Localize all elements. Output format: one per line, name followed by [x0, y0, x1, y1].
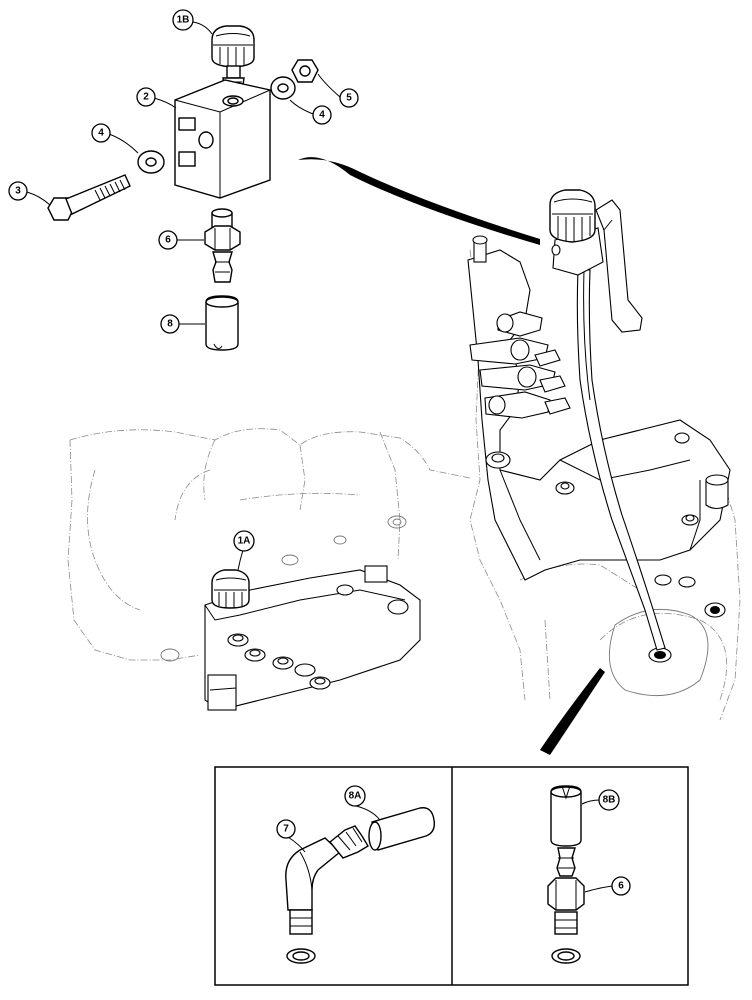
washer-part-4-left — [137, 150, 165, 174]
callout-8b: 8B — [598, 789, 620, 811]
leader-lines — [26, 21, 613, 893]
background-housing-left — [67, 428, 471, 662]
callout-7-label: 7 — [283, 824, 289, 835]
callout-6-top: 6 — [158, 230, 178, 250]
callout-8: 8 — [160, 314, 180, 334]
mounting-bracket — [595, 199, 643, 333]
sleeve-part-8 — [205, 295, 239, 351]
callout-6-inset-label: 6 — [618, 881, 624, 892]
callout-4-right-label: 4 — [319, 110, 325, 121]
valve-body-left — [204, 565, 421, 711]
fitting-top — [472, 235, 488, 263]
callout-4-left: 4 — [91, 123, 111, 143]
callout-1a-label: 1A — [238, 536, 251, 547]
fitting-row-2 — [469, 337, 561, 367]
callout-1b: 1B — [172, 9, 194, 31]
callout-3-label: 3 — [15, 186, 21, 197]
valve-block-right — [467, 249, 731, 618]
callout-1a: 1A — [233, 530, 255, 552]
fitting-part-6 — [204, 208, 241, 283]
callout-8b-label: 8B — [603, 795, 616, 806]
nut-part-5 — [291, 59, 319, 83]
callout-8a-label: 8A — [349, 791, 362, 802]
callout-8-label: 8 — [167, 319, 173, 330]
callout-7: 7 — [276, 819, 296, 839]
callout-2: 2 — [136, 87, 156, 107]
fitting-row-3 — [479, 364, 566, 393]
elbow-fitting-part-7 — [285, 825, 369, 964]
hose-assembly — [576, 269, 666, 651]
sleeve-part-8a — [368, 807, 436, 851]
cap-part-1a — [211, 569, 250, 609]
connector-swoosh-bottom — [540, 668, 605, 755]
sleeve-part-8b — [550, 785, 582, 847]
callout-8a: 8A — [344, 785, 366, 807]
callout-4-left-label: 4 — [98, 128, 104, 139]
callout-5-label: 5 — [346, 93, 352, 104]
callout-4-right: 4 — [312, 105, 332, 125]
block-part-2 — [174, 79, 271, 199]
callout-1b-label: 1B — [177, 15, 190, 26]
washer-part-4-right — [270, 76, 296, 100]
connector-swoosh-top — [298, 157, 540, 245]
fittings-right-block — [469, 235, 571, 419]
callout-6-inset: 6 — [611, 876, 631, 896]
callout-6-top-label: 6 — [165, 235, 171, 246]
callout-3: 3 — [8, 181, 28, 201]
callout-5: 5 — [339, 88, 359, 108]
installed-cap-block — [549, 189, 604, 276]
fitting-part-6-inset — [547, 847, 585, 964]
fitting-row-4 — [484, 391, 571, 419]
fitting-row-1 — [496, 311, 543, 337]
callout-2-label: 2 — [143, 92, 149, 103]
bolt-part-3 — [47, 174, 131, 221]
